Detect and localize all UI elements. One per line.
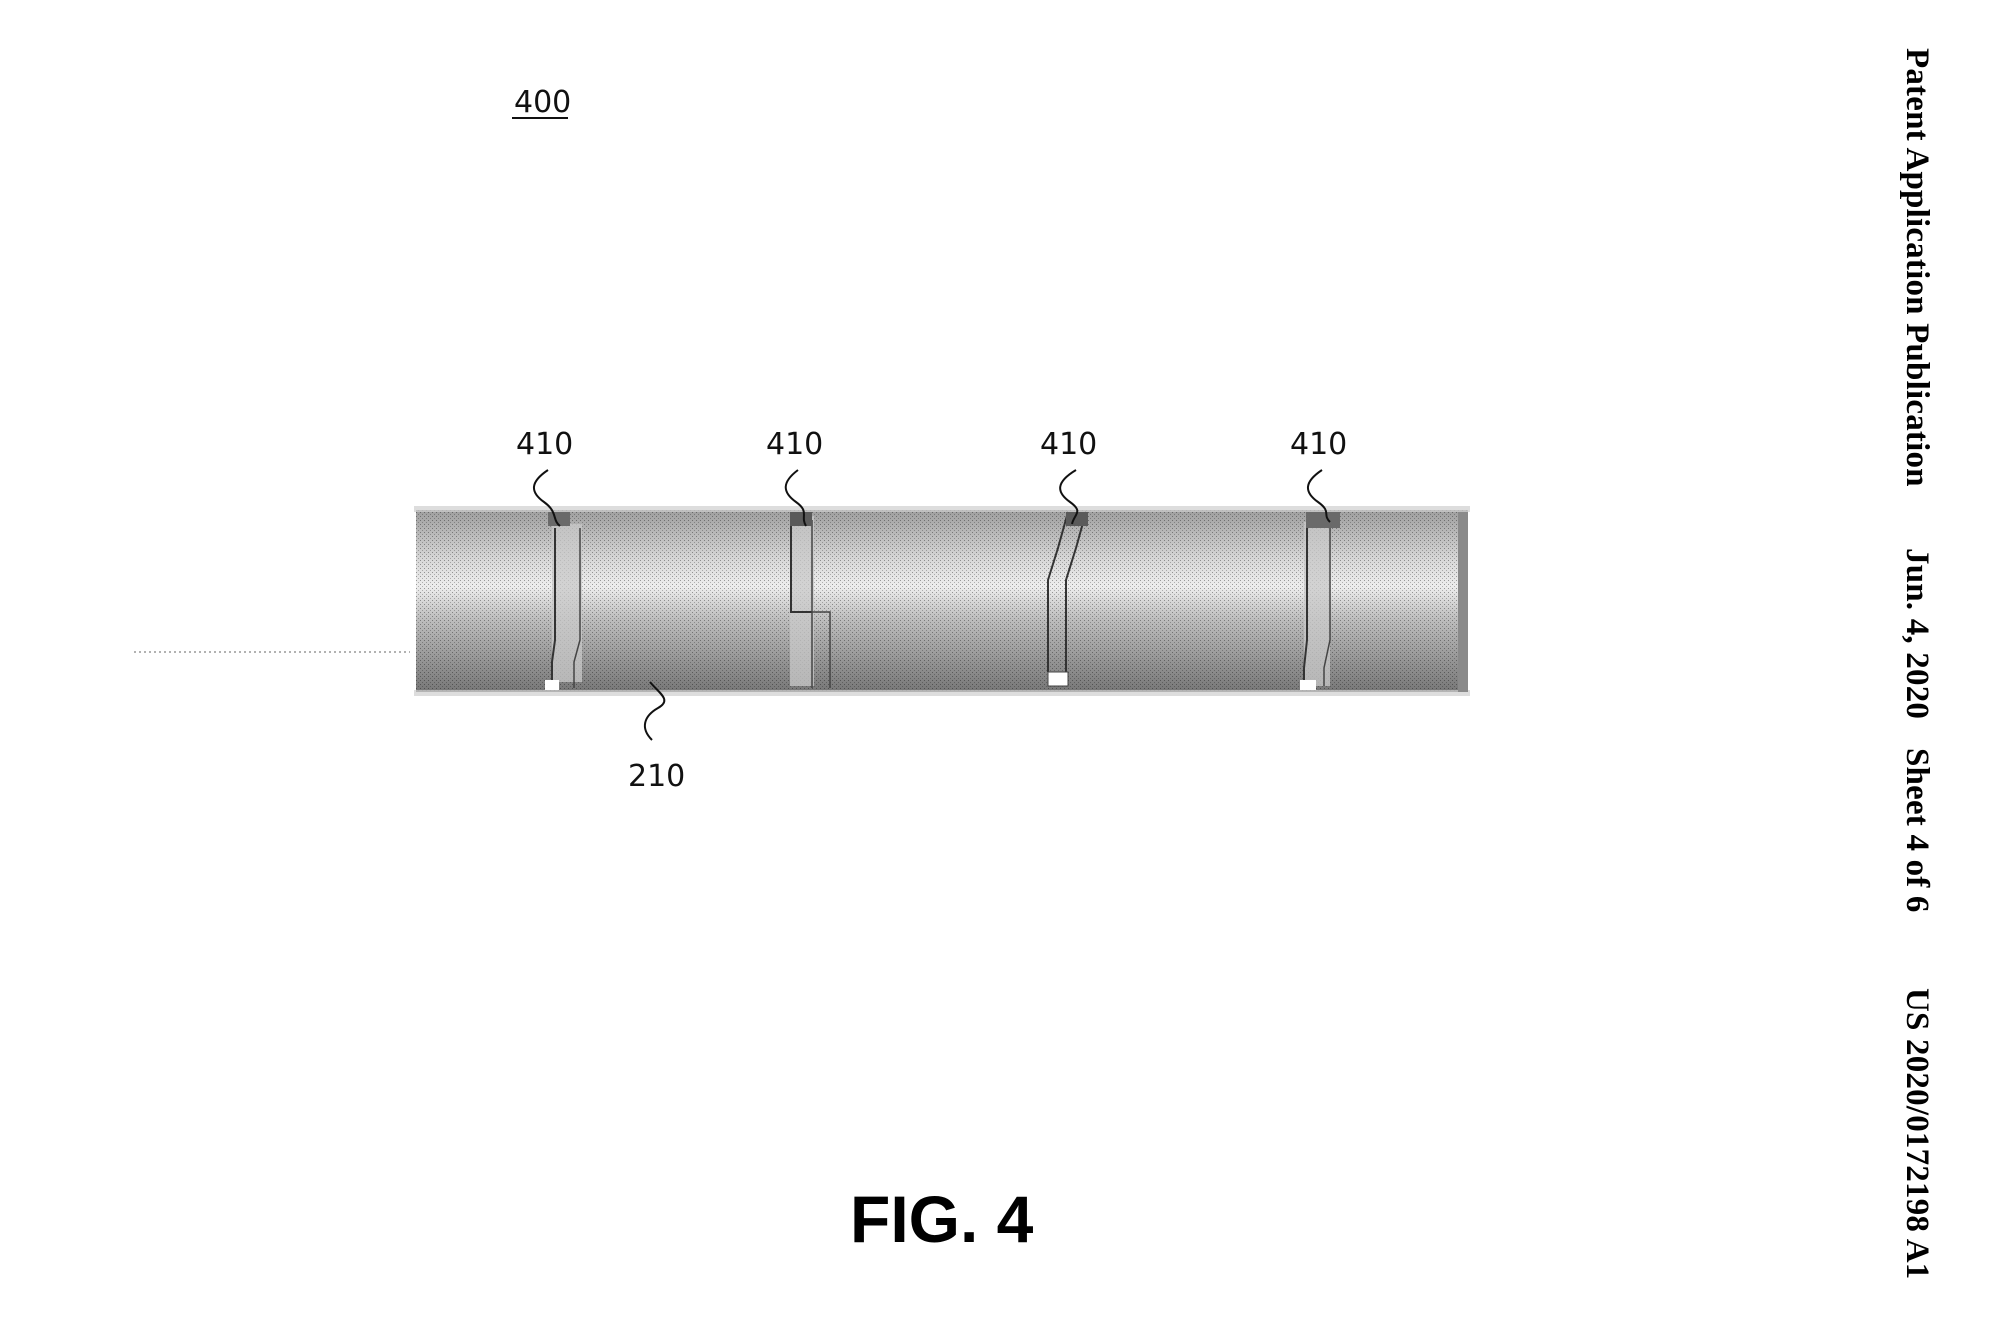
tube-body xyxy=(414,506,1470,696)
figure-reference-400: 400 xyxy=(514,85,571,120)
leader-line xyxy=(784,469,807,527)
publication-date: Jun. 4, 2020 xyxy=(1899,548,1935,720)
callout-label-410: 410 xyxy=(766,427,823,462)
callout-label-410: 410 xyxy=(1290,427,1347,462)
sheet-number: Sheet 4 of 6 xyxy=(1899,748,1935,913)
callout-label-410: 410 xyxy=(1040,427,1097,462)
joint-1 xyxy=(545,512,582,690)
leader-line xyxy=(1059,469,1079,525)
joint-2 xyxy=(790,512,831,688)
publication-number: US 2020/0172198 A1 xyxy=(1899,988,1935,1280)
joint-4 xyxy=(1300,512,1340,690)
figure-caption: FIG. 4 xyxy=(850,1182,1034,1256)
leader-line xyxy=(1307,469,1331,523)
leader-line xyxy=(533,469,561,527)
publication-type: Patent Application Publication xyxy=(1899,48,1935,487)
patent-header-text: Patent Application PublicationJun. 4, 20… xyxy=(1898,48,1935,1279)
callout-label-210: 210 xyxy=(628,759,685,794)
leader-line xyxy=(643,681,666,741)
callout-label-410: 410 xyxy=(516,427,573,462)
